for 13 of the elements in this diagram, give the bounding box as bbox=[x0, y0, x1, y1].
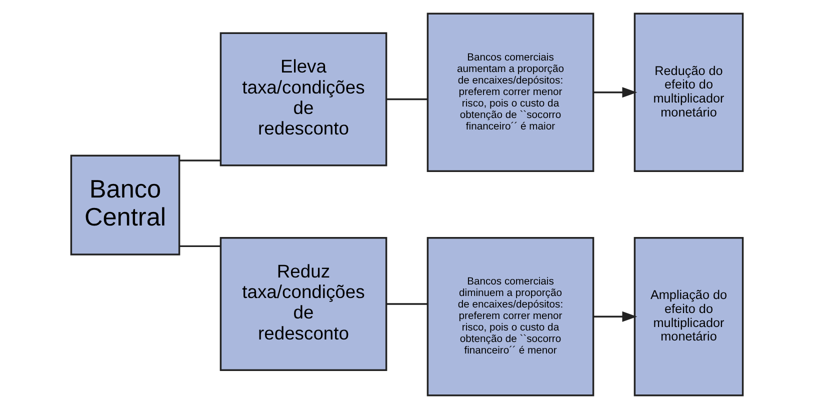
arrow bbox=[593, 310, 638, 322]
arrow bbox=[593, 86, 638, 98]
connector bbox=[180, 244, 220, 247]
node-box: Bancos comerciais diminuem a proporção de encaixes/depósitos: preferem correr menor risco, pois o custo da obtenção de ``socorro financeiro´´ é menor bbox=[426, 236, 594, 396]
node-box: Redução do efeito do multiplicador monetário bbox=[634, 12, 744, 172]
connector bbox=[180, 159, 220, 161]
node-box: Banco Central bbox=[70, 154, 180, 255]
node-box: Bancos comerciais aumentam a proporção de encaixes/depósitos: preferem correr menor risco, pois o custo da obtenção de ``socorro financeiro´´ é maior bbox=[426, 12, 594, 172]
node-box: Reduz taxa/condições de redesconto bbox=[220, 236, 388, 370]
node-box: Eleva taxa/condições de redesconto bbox=[220, 32, 388, 166]
connector bbox=[386, 302, 428, 304]
node-box: Ampliação do efeito do multiplicador monetário bbox=[634, 236, 744, 396]
connector bbox=[386, 98, 428, 100]
